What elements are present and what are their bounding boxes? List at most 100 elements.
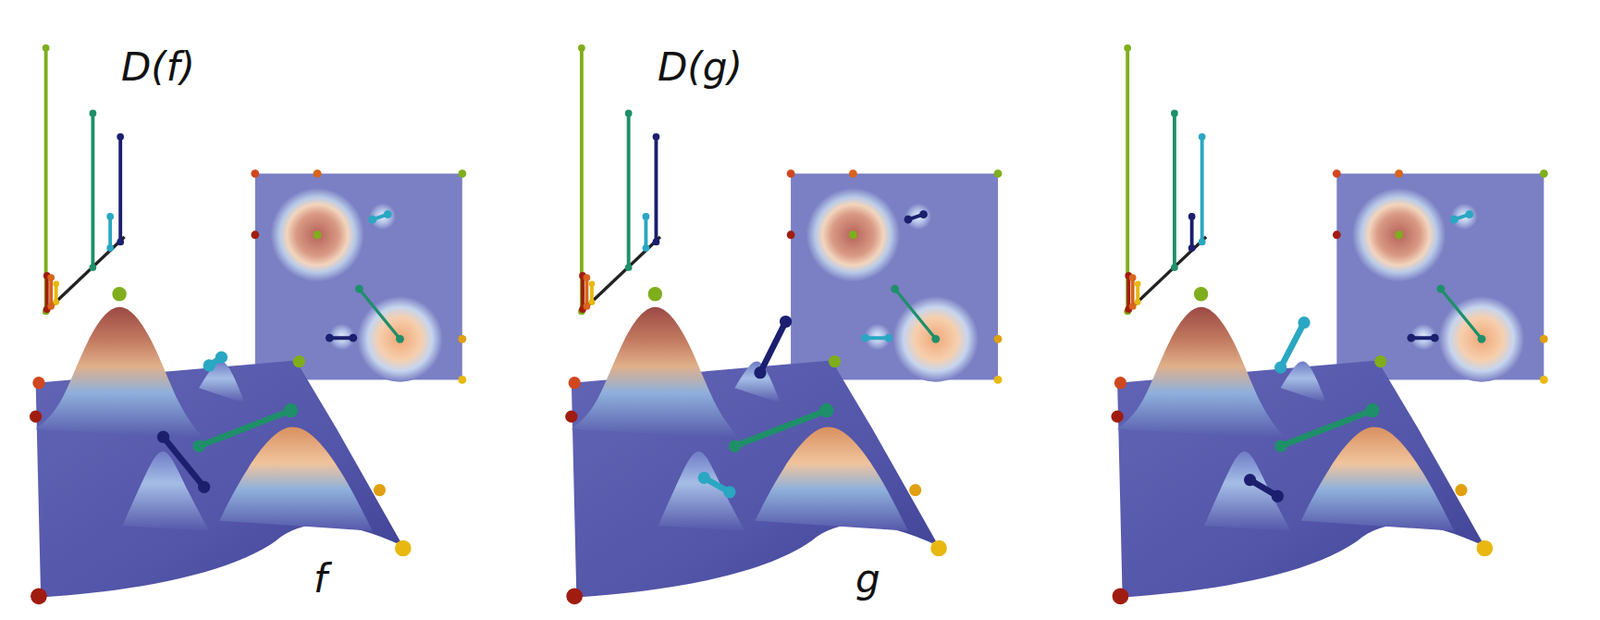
diagram-label: D(g): [657, 48, 743, 87]
critical-point: [994, 334, 1003, 344]
critical-point: [1539, 375, 1549, 384]
persistence-diagram: [1123, 44, 1207, 315]
critical-point: [885, 333, 894, 343]
critical-point: [1406, 333, 1416, 343]
persistence-pair: [1200, 136, 1205, 243]
critical-point: [1112, 588, 1130, 605]
critical-point: [779, 315, 792, 328]
persistence-pair: [1125, 48, 1130, 312]
critical-point: [313, 230, 322, 239]
critical-point: [1394, 230, 1404, 239]
critical-point: [197, 480, 210, 493]
critical-point: [642, 212, 651, 221]
persistence-diagram: [578, 44, 661, 315]
critical-point: [1188, 212, 1196, 221]
critical-point: [625, 263, 633, 271]
critical-point: [1450, 215, 1459, 224]
panel: [565, 44, 1002, 604]
persistence-pair: [49, 277, 53, 307]
critical-point: [383, 209, 393, 219]
critical-point: [919, 209, 928, 219]
critical-point: [42, 44, 50, 52]
persistence-pair: [358, 288, 400, 339]
critical-point: [1134, 280, 1142, 287]
critical-point: [820, 404, 833, 417]
critical-point: [753, 366, 766, 379]
critical-point: [723, 485, 736, 498]
critical-point: [111, 286, 126, 301]
critical-point: [1243, 473, 1256, 486]
function-label: g: [855, 559, 881, 599]
critical-point: [1111, 410, 1124, 423]
critical-point: [348, 333, 357, 343]
critical-point: [355, 284, 364, 294]
persistence-pair: [1131, 277, 1135, 307]
critical-point: [583, 273, 591, 282]
critical-point: [1193, 286, 1208, 301]
critical-point: [1332, 169, 1342, 178]
persistence-pair: [760, 321, 787, 373]
critical-point: [1114, 376, 1127, 389]
critical-point: [565, 410, 578, 423]
persistence-pair: [1172, 112, 1177, 268]
critical-point: [568, 376, 581, 389]
critical-point: [648, 286, 663, 301]
critical-point: [578, 44, 586, 52]
critical-point: [904, 215, 913, 224]
heatmap: [787, 169, 1003, 384]
critical-point: [1198, 238, 1207, 247]
critical-point: [642, 244, 651, 252]
critical-point: [1188, 244, 1196, 252]
critical-point: [106, 244, 114, 252]
critical-point: [1366, 404, 1379, 417]
critical-point: [652, 133, 661, 141]
persistence-pair: [1190, 216, 1194, 248]
critical-point: [193, 440, 206, 453]
persistence-pair: [1280, 410, 1373, 447]
persistence-pair: [90, 112, 95, 268]
critical-point: [849, 169, 858, 178]
critical-point: [1123, 44, 1132, 52]
critical-point: [325, 333, 334, 343]
critical-point: [994, 169, 1003, 178]
critical-point: [1332, 230, 1342, 239]
critical-point: [1477, 334, 1487, 344]
critical-point: [1539, 334, 1549, 344]
critical-point: [589, 298, 596, 306]
critical-point: [849, 230, 858, 239]
panel: [29, 44, 467, 604]
persistence-diagram: [42, 44, 125, 315]
persistence-pair: [584, 277, 589, 307]
critical-point: [1271, 490, 1284, 503]
persistence-pair: [1440, 288, 1482, 339]
critical-point: [47, 273, 55, 282]
terrain-surface: [565, 286, 948, 604]
critical-point: [1129, 273, 1137, 282]
critical-point: [931, 334, 940, 344]
critical-point: [284, 404, 297, 417]
critical-point: [250, 169, 259, 178]
critical-point: [589, 280, 596, 287]
critical-point: [890, 284, 899, 294]
critical-point: [652, 238, 661, 247]
critical-point: [30, 588, 48, 605]
persistence-pair: [118, 136, 123, 243]
critical-point: [106, 212, 114, 221]
critical-point: [930, 540, 948, 557]
critical-point: [1436, 284, 1445, 294]
critical-point: [1297, 316, 1310, 329]
critical-point: [457, 375, 467, 384]
critical-point: [52, 298, 60, 306]
persistence-pair: [1280, 322, 1305, 369]
critical-point: [1394, 169, 1404, 178]
persistence-pair: [643, 216, 648, 248]
critical-point: [457, 334, 467, 344]
critical-point: [373, 483, 386, 496]
critical-point: [1274, 440, 1287, 453]
panel: [1111, 44, 1549, 604]
critical-point: [994, 375, 1003, 384]
critical-point: [293, 355, 306, 368]
critical-point: [89, 263, 98, 271]
